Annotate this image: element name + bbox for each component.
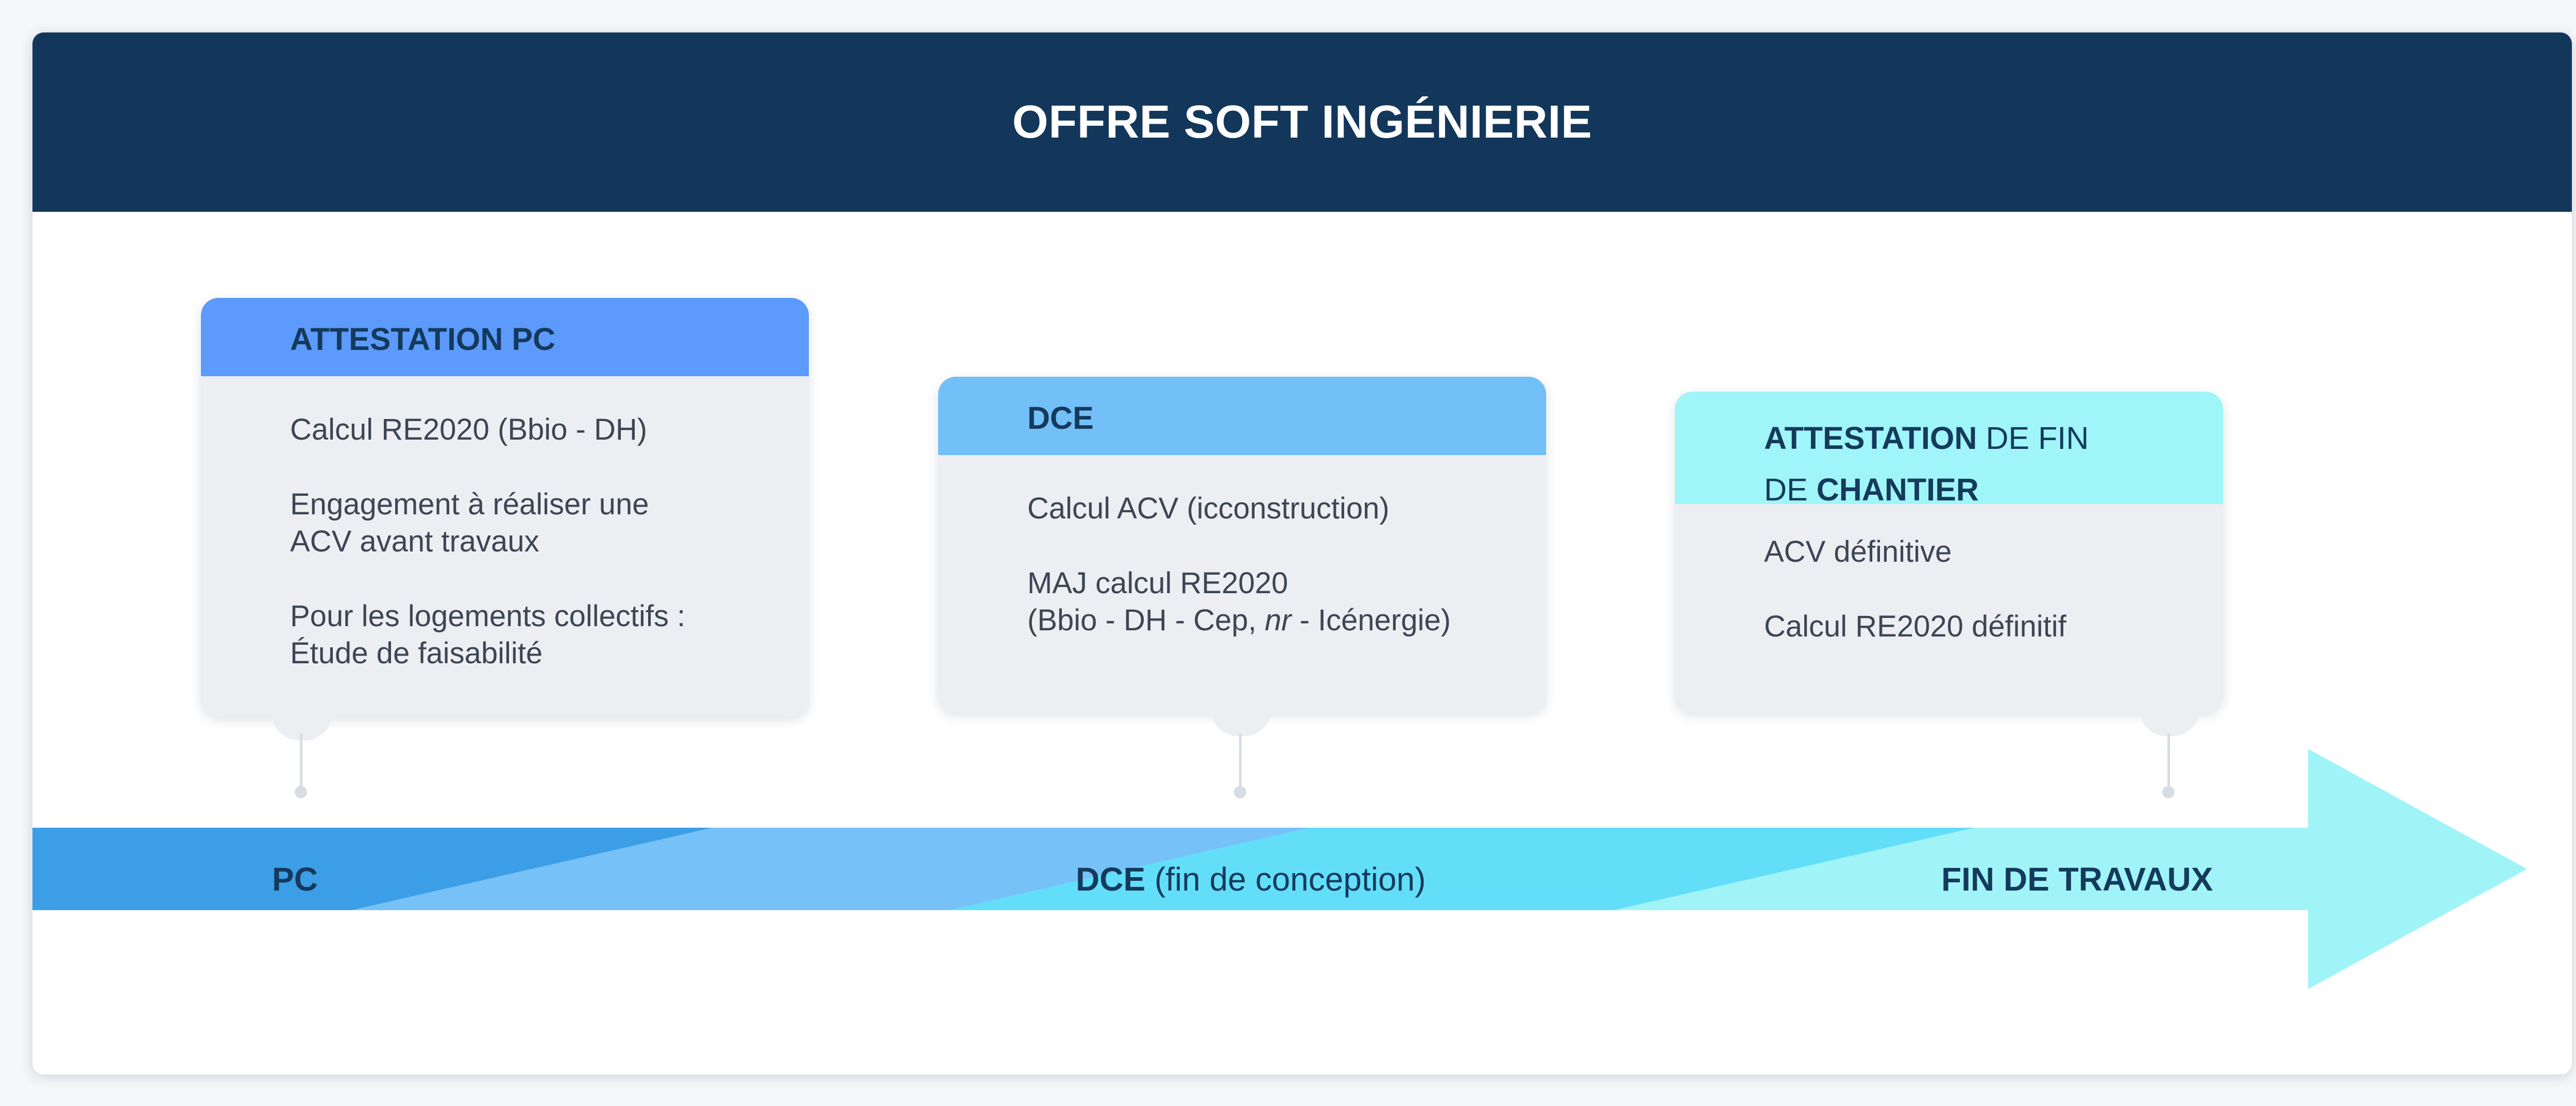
- card-header: DCE: [938, 377, 1546, 455]
- list-item: Calcul ACV (icconstruction): [1027, 490, 1526, 527]
- list-item: Calcul RE2020 (Bbio - DH): [290, 411, 788, 448]
- arrow-segment-fin: [1614, 749, 2527, 989]
- card-attestation-pc: ATTESTATION PC Calcul RE2020 (Bbio - DH)…: [201, 298, 809, 717]
- label-strong: PC: [272, 861, 318, 898]
- item-text: MAJ calcul RE2020: [1027, 566, 1289, 600]
- list-item: Pour les logements collectifs : Étude de…: [290, 598, 788, 672]
- connector-dot: [295, 786, 307, 798]
- label-strong: DCE: [1076, 861, 1146, 898]
- arrow-segment-pc-dce: [352, 828, 1310, 910]
- item-text: - Icénergie): [1291, 604, 1451, 637]
- card-header: ATTESTATION DE FIN DE CHANTIER: [1675, 392, 2223, 507]
- label-rest: (fin de conception): [1145, 861, 1426, 898]
- connector-line: [1239, 733, 1242, 798]
- arrow-segment-pc: [32, 828, 713, 910]
- connector-line: [300, 733, 302, 798]
- title-part: CHANTIER: [1816, 472, 1979, 507]
- timeline-label-fin-travaux: FIN DE TRAVAUX: [1941, 848, 2213, 910]
- card-body: ACV définitive Calcul RE2020 définitif: [1764, 533, 2202, 645]
- timeline-arrow: [32, 749, 2527, 989]
- item-text: (Bbio - DH - Cep,: [1027, 604, 1265, 637]
- timeline-label-pc: PC: [272, 848, 318, 910]
- connector-line: [2167, 733, 2170, 798]
- card-connector-nub: [1210, 708, 1272, 736]
- list-item: Engagement à réaliser une ACV avant trav…: [290, 486, 788, 560]
- page-title: OFFRE SOFT INGÉNIERIE: [1012, 96, 1592, 148]
- connector-dot: [1234, 786, 1246, 798]
- card-dce: DCE Calcul ACV (icconstruction) MAJ calc…: [938, 377, 1546, 713]
- item-text: Engagement à réaliser une: [290, 488, 649, 521]
- diagram-frame: OFFRE SOFT INGÉNIERIE ATTESTATION PC Cal…: [32, 32, 2572, 1075]
- card-body: Calcul RE2020 (Bbio - DH) Engagement à r…: [290, 411, 788, 672]
- card-title: DCE: [1027, 400, 1094, 435]
- card-header: ATTESTATION PC: [201, 298, 809, 376]
- card-connector-nub: [2139, 708, 2200, 736]
- item-text: Calcul RE2020 définitif: [1764, 610, 2066, 643]
- connector-dot: [2162, 786, 2175, 798]
- list-item: Calcul RE2020 définitif: [1764, 608, 2202, 645]
- item-text-italic: nr: [1264, 604, 1292, 637]
- label-strong: FIN DE TRAVAUX: [1941, 861, 2213, 898]
- card-attestation-fin-chantier: ATTESTATION DE FIN DE CHANTIER ACV défin…: [1675, 392, 2223, 713]
- item-text: Pour les logements collectifs :: [290, 599, 686, 633]
- list-item: ACV définitive: [1764, 533, 2202, 571]
- item-text: Calcul ACV (icconstruction): [1027, 492, 1389, 525]
- list-item: MAJ calcul RE2020 (Bbio - DH - Cep, nr -…: [1027, 565, 1526, 639]
- arrow-segment-dce: [950, 828, 1975, 910]
- item-text: ACV avant travaux: [290, 525, 539, 558]
- card-body: Calcul ACV (icconstruction) MAJ calcul R…: [1027, 490, 1526, 639]
- timeline-label-dce: DCE (fin de conception): [1076, 848, 1426, 910]
- item-text: Étude de faisabilité: [290, 636, 543, 670]
- item-text: ACV définitive: [1764, 535, 1952, 568]
- card-title: ATTESTATION DE FIN DE CHANTIER: [1764, 421, 2089, 507]
- title-part: DE: [1764, 472, 1817, 507]
- item-text: Calcul RE2020 (Bbio - DH): [290, 413, 648, 446]
- title-part: ATTESTATION: [1764, 421, 1977, 456]
- card-title: ATTESTATION PC: [290, 322, 556, 357]
- title-part: DE FIN: [1977, 421, 2089, 456]
- header-banner: OFFRE SOFT INGÉNIERIE: [32, 32, 2572, 212]
